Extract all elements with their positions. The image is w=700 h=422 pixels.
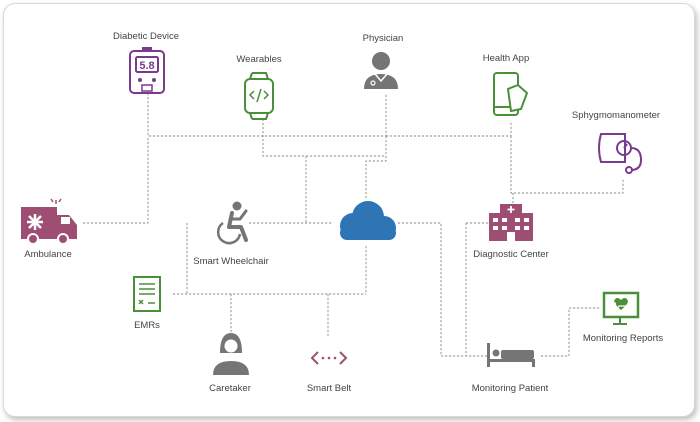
caretaker-label: Caretaker <box>209 383 251 394</box>
connector-top-devices <box>147 93 387 137</box>
smartwatch-icon <box>244 72 274 120</box>
node-smart-wheelchair: Smart Wheelchair <box>193 201 269 267</box>
connector-ambulance <box>83 136 149 224</box>
monitoring-reports-label: Monitoring Reports <box>583 333 664 344</box>
smart-wheelchair-label: Smart Wheelchair <box>193 256 269 267</box>
connector-wearables <box>262 119 386 157</box>
diagnostic-center-label: Diagnostic Center <box>473 249 549 260</box>
belt-icon <box>310 351 348 365</box>
iot-healthcare-diagram: Diabetic Device 5.8 Wearables Physician <box>21 31 664 394</box>
node-emrs: EMRs <box>133 276 161 331</box>
caretaker-icon <box>213 333 249 375</box>
smart-belt-label: Smart Belt <box>307 383 352 394</box>
wheelchair-icon <box>216 201 248 245</box>
emrs-label: EMRs <box>134 320 160 331</box>
diabetic-device-label: Diabetic Device <box>113 31 179 42</box>
connector-physician <box>365 136 387 198</box>
node-monitoring-reports: Monitoring Reports <box>583 291 664 344</box>
node-physician: Physician <box>363 33 404 89</box>
physician-label: Physician <box>363 33 404 44</box>
connector-diagnostic-patient <box>465 222 491 356</box>
diagram-frame: Diabetic Device 5.8 Wearables Physician <box>3 3 695 417</box>
connector-health-app <box>386 121 512 137</box>
heart-monitor-icon <box>602 291 640 325</box>
connector-cloud-right <box>398 222 489 357</box>
wearables-label: Wearables <box>236 54 281 65</box>
glucometer-icon <box>129 47 165 94</box>
physician-icon <box>364 52 398 89</box>
connector-reports <box>541 307 601 357</box>
connector-lines <box>83 93 624 357</box>
cloud-icon <box>340 201 396 240</box>
smartphone-icon <box>493 72 529 116</box>
hospital-bed-icon <box>487 343 535 367</box>
glucometer-reading: 5.8 <box>139 60 154 72</box>
sphygmomanometer-label: Sphygmomanometer <box>572 110 660 121</box>
node-diabetic-device: Diabetic Device 5.8 <box>113 31 179 94</box>
node-caretaker: Caretaker <box>209 333 251 394</box>
ambulance-label: Ambulance <box>24 249 72 260</box>
node-smart-belt: Smart Belt <box>307 351 352 394</box>
monitoring-patient-label: Monitoring Patient <box>472 383 549 394</box>
node-monitoring-patient: Monitoring Patient <box>472 343 549 394</box>
node-health-app: Health App <box>483 53 529 116</box>
node-diagnostic-center: Diagnostic Center <box>473 204 549 260</box>
node-cloud <box>340 201 396 240</box>
node-ambulance: Ambulance <box>21 198 77 260</box>
hospital-icon <box>489 204 533 241</box>
blood-pressure-icon <box>598 133 643 174</box>
node-sphygmomanometer: Sphygmomanometer <box>572 110 660 174</box>
document-icon <box>133 276 161 312</box>
connector-app-diagnostic <box>510 136 624 194</box>
ambulance-icon <box>21 198 77 245</box>
health-app-label: Health App <box>483 53 529 64</box>
node-wearables: Wearables <box>236 54 282 120</box>
